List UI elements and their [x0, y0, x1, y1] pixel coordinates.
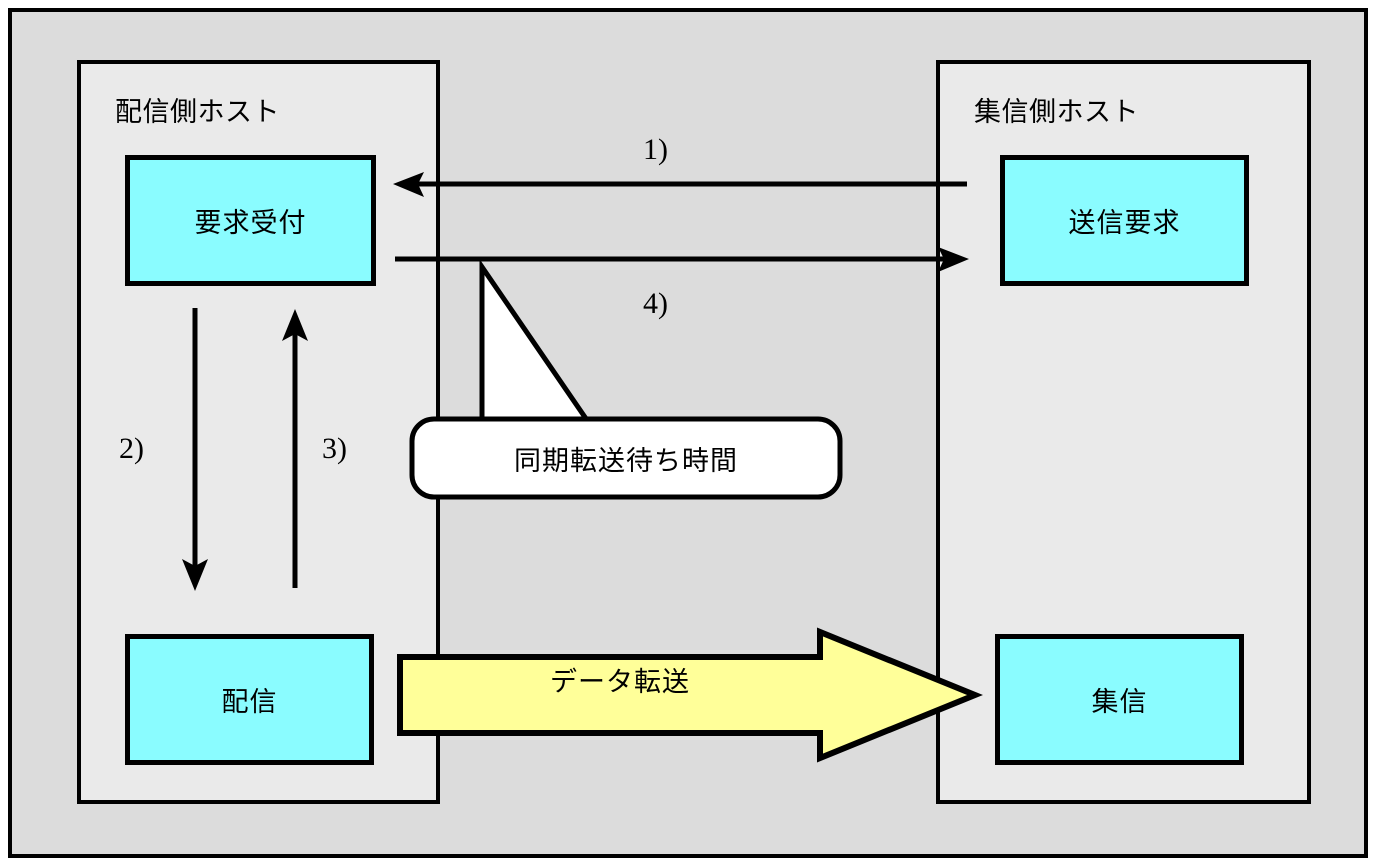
- process-box-collect: 集信: [995, 634, 1244, 765]
- process-box-request-accept: 要求受付: [125, 155, 376, 286]
- callout-label: 同期転送待ち時間: [514, 445, 738, 476]
- host-right-title: 集信側ホスト: [974, 97, 1139, 127]
- step-label-3: 3): [322, 432, 347, 465]
- process-box-distribute: 配信: [125, 634, 374, 765]
- process-box-send-request: 送信要求: [1000, 155, 1249, 286]
- block-arrow-label: データ転送: [550, 667, 690, 697]
- step-label-4: 4): [643, 287, 668, 320]
- step-label-1: 1): [643, 133, 668, 166]
- host-left-title: 配信側ホスト: [115, 97, 280, 127]
- step-label-2: 2): [119, 432, 144, 465]
